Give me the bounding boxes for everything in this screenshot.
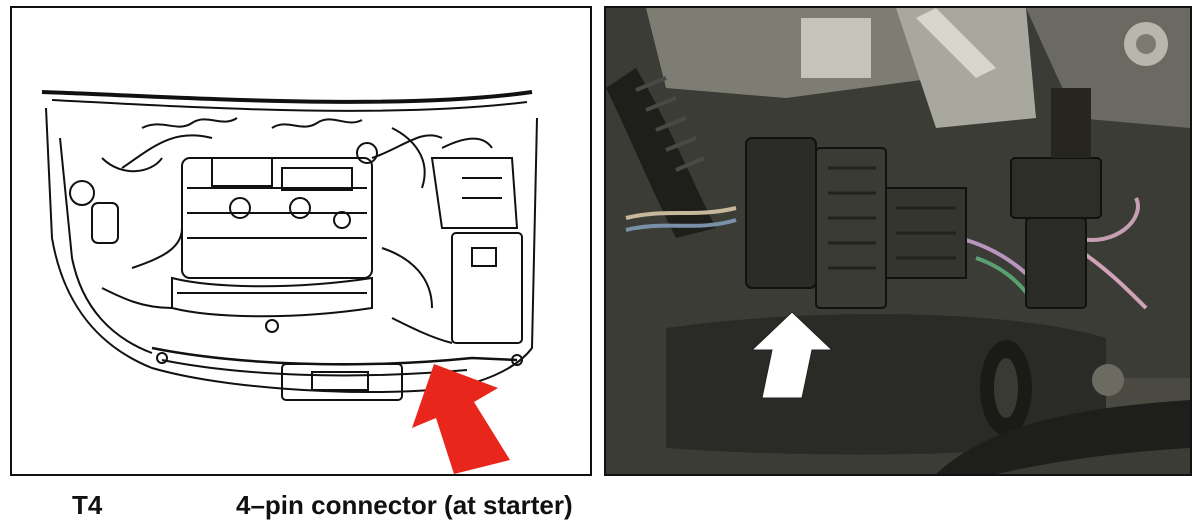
connector-description: 4–pin connector (at starter): [236, 490, 573, 520]
connector-photo: [604, 6, 1192, 476]
red-arrow-icon: [412, 364, 510, 474]
white-arrow-icon: [750, 311, 834, 399]
engine-bay-drawing: [41, 90, 538, 474]
engine-bay-line-drawing: [10, 6, 592, 476]
connector-photo-illustration: [606, 8, 1190, 474]
connector-code: T4: [72, 490, 103, 520]
